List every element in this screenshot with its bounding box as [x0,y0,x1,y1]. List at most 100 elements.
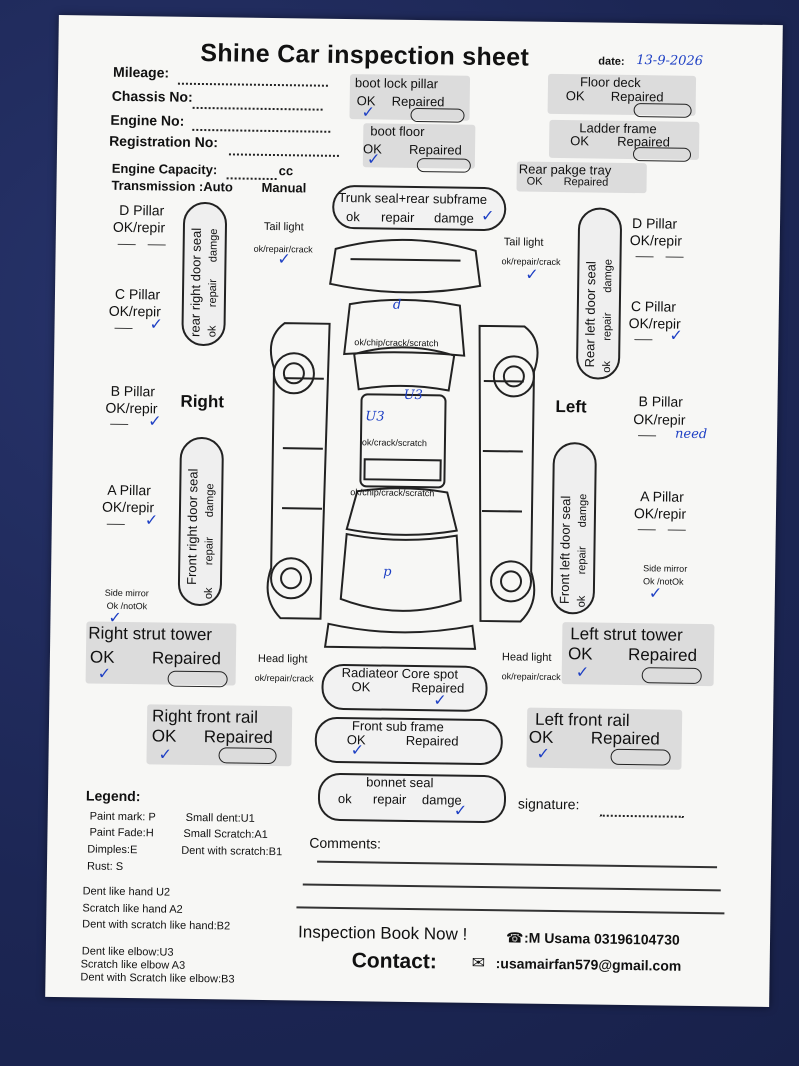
left-rail-repaired[interactable]: Repaired [590,728,660,749]
floor-deck-repaired-box[interactable] [633,103,692,118]
rear-left-seal-ok[interactable]: ok [600,360,614,373]
rear-right-seal-damge[interactable]: damge [207,228,220,263]
comments-line-2[interactable] [302,883,721,892]
floor-deck-ok[interactable]: OK [565,88,585,104]
left-d-pillar-line-ok [635,256,654,258]
rear-tray-ok[interactable]: OK [526,175,543,188]
right-d-pillar-ok[interactable]: OK/repir [112,218,166,236]
trunk-damge[interactable]: damge [433,210,474,226]
front-right-seal-repair[interactable]: repair [203,536,216,566]
signature-label: signature: [517,795,580,813]
left-b-pillar-ok[interactable]: OK/repir [633,411,686,428]
engine-field[interactable] [192,118,331,133]
comments-line-3[interactable] [296,906,725,915]
front-right-seal-label: Front right door seal [183,468,201,586]
boot-lock-pillar-label: boot lock pillar [354,75,439,92]
comments-line-1[interactable] [317,860,718,869]
right-strut-repaired-box[interactable] [167,670,228,688]
right-head-light-options[interactable]: ok/repair/crack [254,672,314,684]
date-value[interactable]: 13-9-2026 [636,53,704,69]
mileage-field[interactable] [177,72,329,87]
left-head-light-options[interactable]: ok/repair/crack [501,671,561,683]
transmission-label: Transmission :Auto [111,177,233,195]
email-text[interactable]: :usamairfan579@gmail.com [495,955,682,974]
front-left-seal-ok[interactable]: ok [575,595,588,608]
bonnet-seal-repair[interactable]: repair [372,791,407,807]
boot-floor-repaired-box[interactable] [416,158,471,173]
rear-glass-options[interactable]: ok/chip/crack/scratch [354,337,439,349]
left-side-mirror-tick: ✓ [648,583,663,603]
right-c-pillar-tick: ✓ [149,314,164,334]
left-strut-label: Left strut tower [570,624,683,645]
ladder-frame-ok[interactable]: OK [570,133,590,149]
mileage-label: Mileage: [112,63,170,81]
boot-lock-repaired[interactable]: Repaired [391,93,445,110]
left-strut-repaired-box[interactable] [641,667,702,685]
bonnet-seal-ok[interactable]: ok [337,790,352,807]
registration-label: Registration No: [109,132,219,151]
trunk-repair[interactable]: repair [380,209,415,225]
left-rail-repaired-box[interactable] [610,748,671,766]
date-label: date: [598,55,625,68]
trunk-ok[interactable]: ok [346,209,360,225]
left-c-pillar-tick: ✓ [669,325,684,345]
boot-lock-repaired-box[interactable] [410,107,465,123]
rear-right-seal-repair[interactable]: repair [206,278,220,308]
front-glass-options[interactable]: ok/chip/crack/scratch [350,487,435,499]
right-c-pillar-line-ok [114,327,133,330]
rear-right-seal-label: rear right door seal [187,227,204,338]
rear-right-seal-ok[interactable]: ok [206,325,219,338]
legend-hand-2: Dent with scratch like hand:B2 [82,918,231,933]
left-strut-repaired[interactable]: Repaired [627,645,698,665]
front-left-seal-damge[interactable]: damge [576,493,590,528]
right-a-pillar-tick: ✓ [144,510,159,530]
capacity-field[interactable] [226,167,277,181]
engine-label: Engine No: [110,111,185,129]
right-rail-repaired[interactable]: Repaired [203,727,273,748]
right-strut-label: Right strut tower [88,623,213,645]
left-a-pillar-label: A Pillar [640,488,684,505]
ladder-frame-repaired-box[interactable] [632,147,692,162]
left-a-pillar-ok[interactable]: OK/repir [633,505,687,522]
right-b-pillar-line-ok [110,423,129,426]
right-a-pillar-line-ok [106,523,125,525]
rear-left-seal-damge[interactable]: damge [602,258,615,293]
right-d-pillar-line-repair [147,244,166,246]
left-b-pillar-label: B Pillar [638,393,684,410]
legend-right-0: Small dent:U1 [185,811,255,825]
right-rail-repaired-box[interactable] [218,747,277,765]
front-right-seal-damge[interactable]: damge [203,483,217,518]
roof-options[interactable]: ok/crack/scratch [361,437,428,449]
bonnet-seal-label: bonnet seal [366,774,434,791]
front-left-seal-repair[interactable]: repair [576,546,589,575]
rear-left-seal-repair[interactable]: repair [601,312,614,341]
legend-left-2: Dimples:E [87,843,138,857]
front-right-seal-ok[interactable]: ok [202,587,215,600]
legend-title: Legend: [85,787,141,805]
radiator-ok[interactable]: OK [351,679,371,695]
legend-left-0: Paint mark: P [89,810,156,824]
left-d-pillar-line-repair [665,256,684,258]
transmission-manual[interactable]: Manual [261,179,307,196]
legend-elbow-2: Dent with Scratch like elbow:B3 [80,971,235,986]
signature-field[interactable] [599,804,684,818]
left-d-pillar-ok[interactable]: OK/repir [629,231,683,249]
left-d-pillar-label: D Pillar [631,215,678,232]
capacity-label: Engine Capacity: [111,160,218,178]
boot-lock-ok-tick: ✓ [361,102,376,122]
floor-deck-repaired[interactable]: Repaired [610,88,664,105]
right-strut-repaired[interactable]: Repaired [151,648,222,669]
rear-tray-repaired[interactable]: Repaired [563,176,609,189]
right-rail-tick: ✓ [158,744,173,764]
phone-text[interactable]: :M Usama 03196104730 [523,929,680,948]
car-mark-u3-a: U3 [403,387,423,404]
right-d-pillar-label: D Pillar [119,201,165,219]
boot-floor-repaired[interactable]: Repaired [408,141,462,158]
front-sub-frame-tick: ✓ [350,740,365,760]
front-sub-frame-repaired[interactable]: Repaired [405,732,459,749]
chassis-field[interactable] [192,96,323,111]
registration-field[interactable] [228,143,340,157]
left-side-label: Left [555,396,587,417]
right-side-mirror-label: Side mirror [104,587,149,599]
legend-right-1: Small Scratch:A1 [183,827,268,841]
